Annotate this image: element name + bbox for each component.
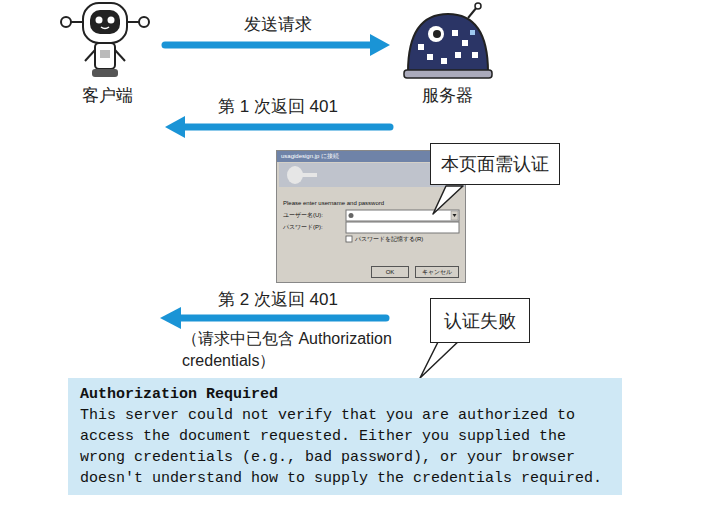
robot-dome [408, 14, 488, 72]
robot-antenna-tip [475, 3, 481, 9]
robot-feet [92, 69, 118, 77]
arrow-label: 发送请求 [244, 15, 312, 35]
dialog-button: OK [371, 266, 409, 278]
username-field [346, 210, 459, 221]
arrow-head [370, 34, 390, 56]
robot-pixel [452, 30, 458, 36]
robot-ear [61, 17, 71, 27]
callout-text: 认证失败 [444, 310, 516, 332]
robot-eye [108, 17, 115, 24]
client-node: 客户端 [55, 0, 160, 135]
arrow-shaft [165, 42, 372, 49]
dialog-title: usagidesign.jp に接続 [281, 153, 339, 160]
robot-arm [85, 50, 95, 61]
dropdown-triangle [453, 214, 457, 217]
key-graphic [287, 166, 303, 184]
callout-text: 本页面需认证 [441, 153, 549, 175]
dialog-button: キャンセル [415, 266, 459, 278]
robot-face [90, 10, 120, 34]
robot-pixel [472, 52, 478, 58]
arrow-shaft [178, 315, 386, 322]
robot-pixel [470, 30, 475, 35]
error-message-box: Authorization RequiredThis server could … [68, 378, 622, 495]
robot-body [95, 43, 115, 69]
server-node: 服务器 [395, 0, 500, 135]
robot-pupil [433, 30, 441, 38]
dialog-prompt: Please enter username and password [283, 200, 384, 207]
robot-panel [100, 50, 110, 58]
arrow-connector [165, 34, 390, 56]
callout-tail [433, 186, 463, 214]
arrow-shaft [183, 124, 390, 131]
return-arrow [160, 307, 386, 329]
message-body: This server could not verify that you ar… [80, 405, 610, 489]
arrow-head [160, 307, 181, 329]
dropdown-button [451, 211, 458, 220]
robot-mouth [101, 27, 109, 29]
robot-head [83, 3, 127, 43]
robot-arm [115, 50, 125, 61]
field-label: ユーザー名(U): [283, 212, 323, 219]
robot-pixel [455, 52, 461, 58]
actor-label: 服务器 [395, 86, 500, 106]
robot-ear [139, 17, 149, 27]
callout-box: 本页面需认证 [430, 143, 560, 185]
field-label: パスワード(P): [283, 224, 323, 231]
server-robot-icon [404, 3, 492, 78]
arrow-head [165, 116, 185, 138]
robot-pixel [427, 54, 433, 60]
callout-tail [420, 338, 462, 378]
robot-pixel [462, 40, 468, 46]
checkbox-label: パスワードを記憶する(R) [355, 236, 423, 243]
checkbox [346, 236, 352, 242]
actor-label: 客户端 [55, 86, 160, 106]
robot-eye [96, 17, 103, 24]
note-text: （请求中已包含 Authorization credentials） [182, 328, 427, 372]
robot-base [404, 70, 492, 78]
password-field [346, 222, 459, 233]
arrow-connector [165, 116, 390, 138]
message-heading: Authorization Required [80, 384, 610, 405]
robot-pixel [418, 44, 424, 50]
robot-pixel [441, 58, 447, 64]
key-graphic [301, 173, 317, 177]
button-label: キャンセル [422, 269, 452, 276]
arrow-label: 第 1 次返回 401 [218, 97, 338, 117]
button-label: OK [386, 269, 395, 276]
robot-eye [428, 26, 444, 42]
client-robot-icon [61, 3, 149, 77]
callout-box: 认证失败 [430, 298, 530, 343]
arrow-label: 第 2 次返回 401 [218, 290, 338, 310]
user-icon [349, 213, 354, 218]
